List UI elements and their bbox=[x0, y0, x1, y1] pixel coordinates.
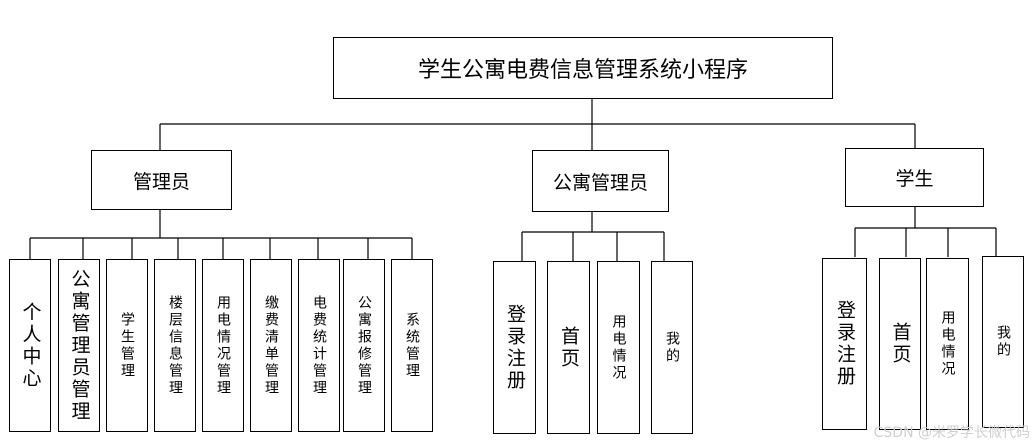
leaf-node-mine: 我的 bbox=[982, 256, 1024, 428]
leaf-node-personal-center: 个人中心 bbox=[9, 259, 51, 432]
leaf-node-fee-stats-manage: 电费统计管理 bbox=[298, 259, 340, 432]
leaf-node-label: 缴费清单管理 bbox=[263, 294, 279, 397]
leaf-node-label: 登录注册 bbox=[834, 300, 856, 388]
leaf-node-power-usage: 用电情况 bbox=[597, 261, 640, 434]
leaf-node-label: 楼层信息管理 bbox=[167, 294, 183, 397]
leaf-node-home: 首页 bbox=[547, 261, 590, 434]
leaf-node-power-usage: 用电情况 bbox=[926, 258, 969, 430]
leaf-node-label: 登录注册 bbox=[504, 303, 526, 392]
leaf-node-mine: 我的 bbox=[651, 261, 693, 434]
leaf-node-apartment-admin-manage: 公寓管理员管理 bbox=[58, 259, 100, 432]
leaf-node-label: 公寓报修管理 bbox=[356, 294, 372, 397]
leaf-node-label: 电费统计管理 bbox=[311, 294, 327, 397]
leaf-node-label: 我的 bbox=[995, 325, 1011, 359]
leaf-node-label: 首页 bbox=[889, 322, 912, 366]
leaf-node-login-register: 登录注册 bbox=[493, 261, 536, 434]
leaf-node-label: 用电情况 bbox=[939, 310, 956, 378]
leaf-node-home: 首页 bbox=[879, 258, 921, 430]
leaf-node-label: 用电情况管理 bbox=[215, 294, 231, 397]
leaf-node-repair-manage: 公寓报修管理 bbox=[343, 259, 385, 432]
leaf-node-login-register: 登录注册 bbox=[822, 258, 867, 430]
group-node-label: 管理员 bbox=[132, 170, 190, 193]
group-node-admin: 管理员 bbox=[91, 150, 232, 210]
leaf-node-label: 首页 bbox=[558, 325, 580, 370]
group-node-label: 学生 bbox=[895, 168, 934, 190]
leaf-node-label: 个人中心 bbox=[19, 301, 42, 390]
leaf-node-label: 公寓管理员管理 bbox=[68, 268, 91, 423]
root-node: 学生公寓电费信息管理系统小程序 bbox=[333, 37, 833, 99]
leaf-node-student-manage: 学生管理 bbox=[106, 259, 148, 432]
leaf-node-system-manage: 系统管理 bbox=[391, 259, 433, 432]
group-node-apartment-admin: 公寓管理员 bbox=[532, 150, 669, 212]
leaf-node-label: 用电情况 bbox=[610, 313, 627, 382]
leaf-node-label: 学生管理 bbox=[119, 311, 135, 380]
watermark-text: CSDN @米罗学长微代码 bbox=[873, 425, 1030, 441]
group-node-student: 学生 bbox=[845, 148, 984, 207]
leaf-node-label: 系统管理 bbox=[404, 311, 420, 380]
root-node-label: 学生公寓电费信息管理系统小程序 bbox=[417, 58, 748, 83]
group-node-label: 公寓管理员 bbox=[552, 171, 648, 194]
leaf-node-floor-info-manage: 楼层信息管理 bbox=[154, 259, 196, 432]
leaf-node-label: 我的 bbox=[664, 330, 680, 365]
leaf-node-power-usage-manage: 用电情况管理 bbox=[202, 259, 244, 432]
leaf-node-payment-list-manage: 缴费清单管理 bbox=[250, 259, 292, 432]
